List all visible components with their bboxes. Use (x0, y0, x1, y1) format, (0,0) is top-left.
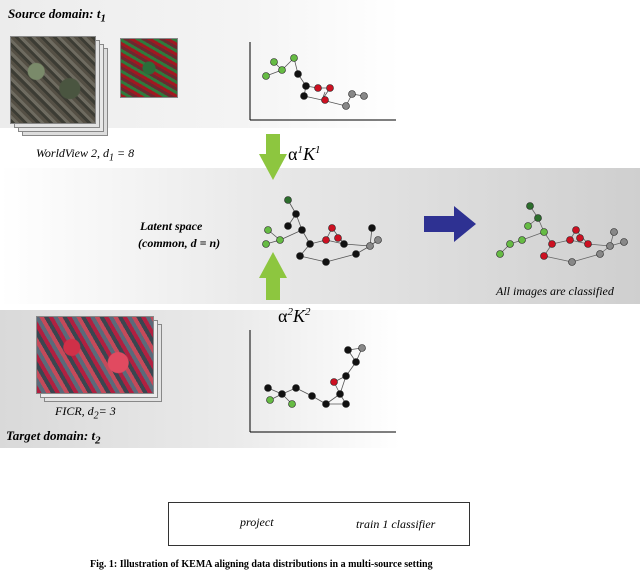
ficr-caption: FICR, d2= 3 (55, 404, 116, 422)
source-graph (265, 57, 365, 107)
project-arrow-up (259, 252, 287, 300)
source-domain-label: Source domain: t1 (8, 6, 106, 25)
train-classifier-arrow (424, 206, 476, 242)
worldview-image (10, 36, 96, 124)
latent-space-sublabel: (common, d = n) (138, 236, 221, 250)
latent-nodes (262, 196, 382, 266)
worldview-band-image (120, 38, 178, 98)
latent-space-label: Latent space (140, 219, 203, 233)
ficr-image (36, 316, 154, 394)
classified-label: All images are classified (496, 284, 614, 298)
worldview-caption: WorldView 2, d1 = 8 (36, 146, 135, 164)
projection-label-source: α1K1 (288, 144, 321, 164)
target-nodes (264, 344, 366, 408)
source-axes (249, 42, 396, 121)
latent-graph (265, 199, 379, 263)
legend-box (168, 502, 470, 546)
classified-nodes (496, 202, 628, 266)
target-domain-label: Target domain: t2 (6, 428, 101, 447)
classified-graph (499, 205, 625, 263)
projection-label-target: α2K2 (278, 306, 311, 326)
source-nodes (262, 54, 368, 110)
legend-train-label: train 1 classifier (356, 517, 436, 531)
target-axes (249, 330, 396, 433)
figure-caption: Fig. 1: Illustration of KEMA aligning da… (90, 559, 433, 570)
project-arrow-down (259, 134, 287, 180)
legend-project-label: project (240, 515, 274, 529)
